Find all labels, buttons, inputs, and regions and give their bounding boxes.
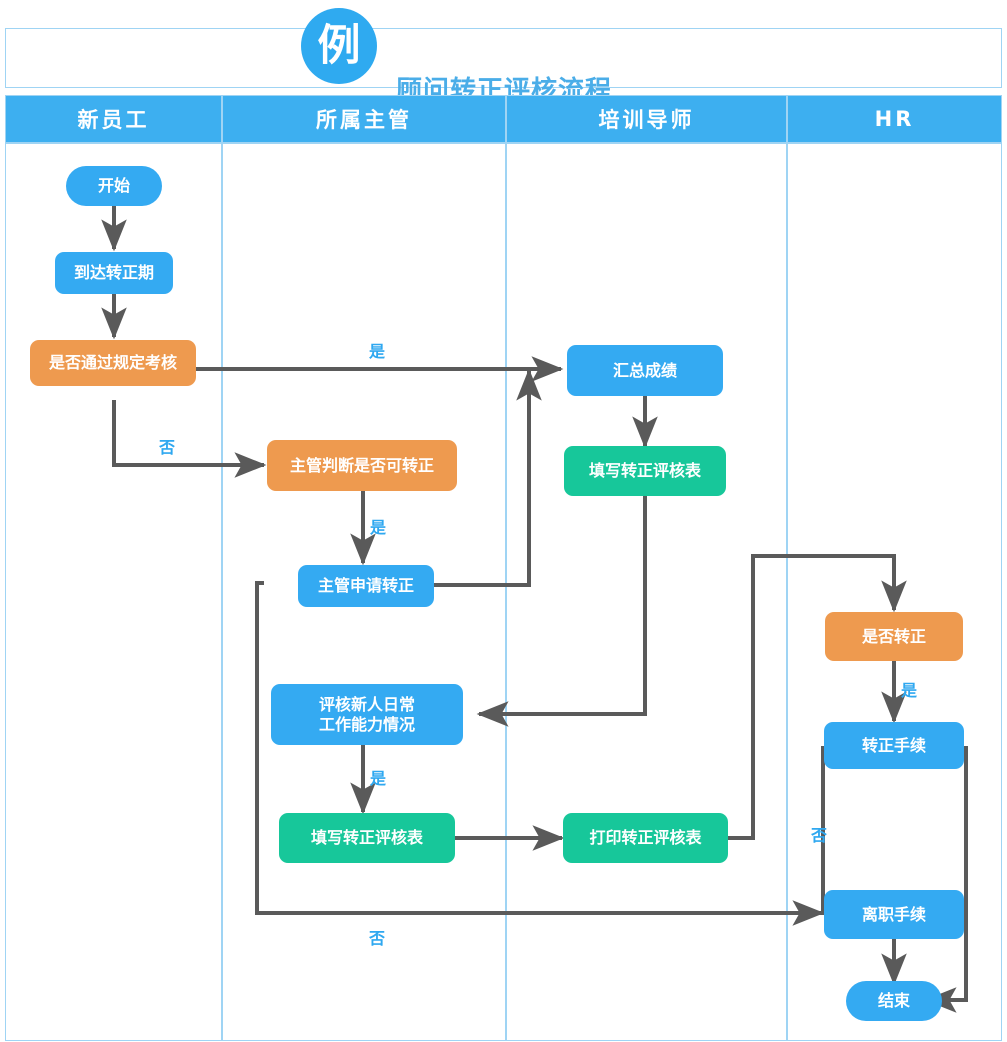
edge-label-confirm-regular-yes: 是 bbox=[901, 681, 918, 700]
lane-label: HR bbox=[874, 107, 915, 131]
node-review-daily[interactable]: 评核新人日常 工作能力情况 bbox=[271, 684, 463, 745]
edge-label-review-daily-yes: 是 bbox=[370, 769, 387, 788]
node-sum-score[interactable]: 汇总成绩 bbox=[567, 345, 723, 396]
node-reach-period[interactable]: 到达转正期 bbox=[55, 252, 173, 294]
node-supervisor-judge[interactable]: 主管判断是否可转正 bbox=[267, 440, 457, 491]
node-leave-process[interactable]: 离职手续 bbox=[824, 890, 964, 939]
example-badge-icon: 例 bbox=[301, 8, 377, 84]
node-end[interactable]: 结束 bbox=[846, 981, 942, 1021]
lane-header-trainer: 培训导师 bbox=[506, 95, 787, 143]
node-regular-process[interactable]: 转正手续 bbox=[824, 722, 964, 769]
lane-body-trainer bbox=[506, 143, 787, 1041]
lane-header-hr: HR bbox=[787, 95, 1002, 143]
title-bar: 顾问转正评核流程 bbox=[5, 28, 1002, 106]
lane-label: 培训导师 bbox=[598, 108, 695, 132]
node-pass-exam[interactable]: 是否通过规定考核 bbox=[30, 340, 196, 386]
lane-label: 新员工 bbox=[77, 108, 150, 132]
edge-label-pass-exam-yes: 是 bbox=[369, 342, 386, 361]
edge-label-supervisor-judge-yes: 是 bbox=[370, 518, 387, 537]
lane-header-new-employee: 新员工 bbox=[5, 95, 222, 143]
node-confirm-regular[interactable]: 是否转正 bbox=[825, 612, 963, 661]
lane-header-supervisor: 所属主管 bbox=[222, 95, 506, 143]
node-fill-form-trainer[interactable]: 填写转正评核表 bbox=[564, 446, 726, 496]
lane-label: 所属主管 bbox=[316, 108, 412, 132]
edge-label-supervisor-apply-no: 否 bbox=[369, 929, 386, 948]
node-start[interactable]: 开始 bbox=[66, 166, 162, 206]
node-fill-form-supervisor[interactable]: 填写转正评核表 bbox=[279, 813, 455, 863]
node-print-form[interactable]: 打印转正评核表 bbox=[563, 813, 728, 863]
edge-label-regular-process-no: 否 bbox=[811, 826, 828, 845]
node-supervisor-apply[interactable]: 主管申请转正 bbox=[298, 565, 434, 607]
edge-label-pass-exam-no: 否 bbox=[159, 438, 176, 457]
